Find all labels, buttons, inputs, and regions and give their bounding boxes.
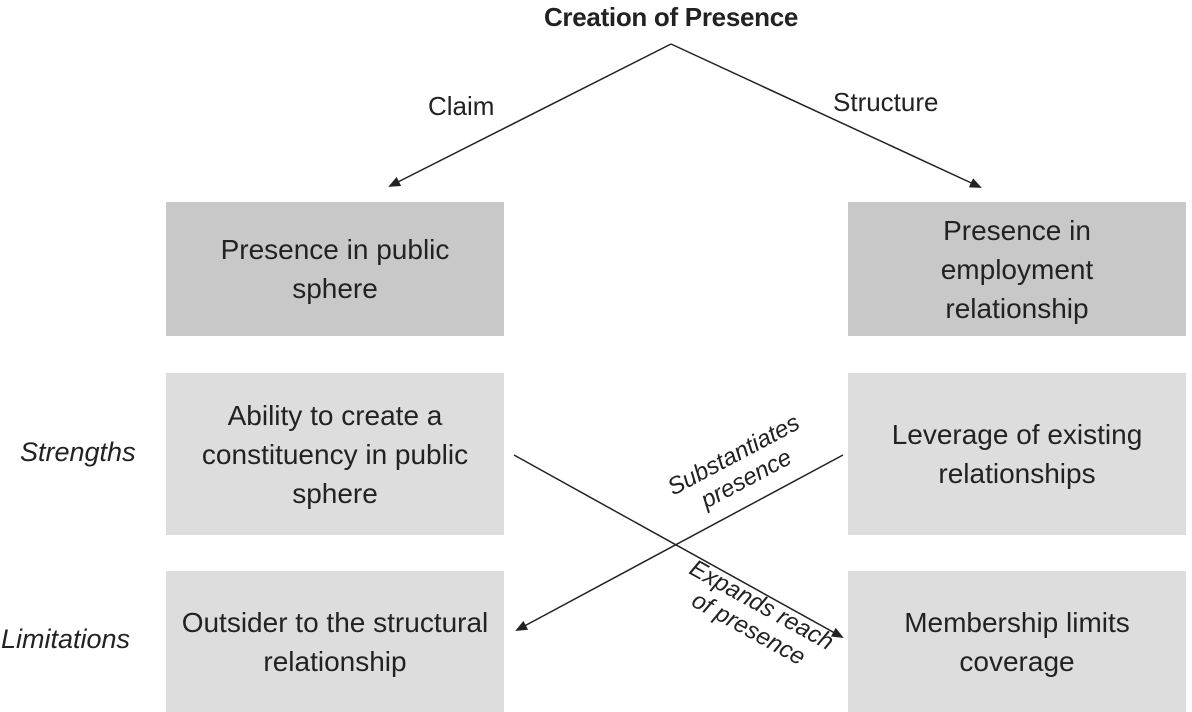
box-text: Leverage of existing relationships — [891, 419, 1143, 489]
box-text: Presence in employment relationship — [940, 214, 1094, 324]
expands-reach-arrow — [513, 454, 844, 638]
diagram-title: Creation of Presence — [0, 2, 1192, 33]
box-text: Outsider to the structural relationship — [181, 606, 489, 677]
box-text: Presence in public sphere — [220, 234, 450, 304]
box-text: Membership limits coverage — [904, 606, 1130, 677]
box-presence-employment-relationship: Presence in employment relationship — [848, 202, 1186, 336]
box-outsider-structural-relationship: Outsider to the structural relationship — [166, 571, 504, 712]
substantiates-arrow — [515, 454, 844, 631]
branch-label-claim: Claim — [428, 91, 495, 121]
box-constituency-public-sphere: Ability to create a constituency in publ… — [166, 373, 504, 535]
branch-label-structure: Structure — [833, 87, 939, 117]
structure-arrow — [670, 43, 982, 188]
box-text: Ability to create a constituency in publ… — [201, 399, 469, 509]
box-presence-public-sphere: Presence in public sphere — [166, 202, 504, 336]
diagram-title-text: Creation of Presence — [543, 2, 799, 32]
claim-arrow — [388, 43, 672, 187]
box-membership-limits-coverage: Membership limits coverage — [848, 571, 1186, 712]
box-leverage-existing-relationships: Leverage of existing relationships — [848, 373, 1186, 535]
row-label-limitations: Limitations — [1, 624, 131, 654]
row-label-strengths: Strengths — [20, 437, 136, 467]
